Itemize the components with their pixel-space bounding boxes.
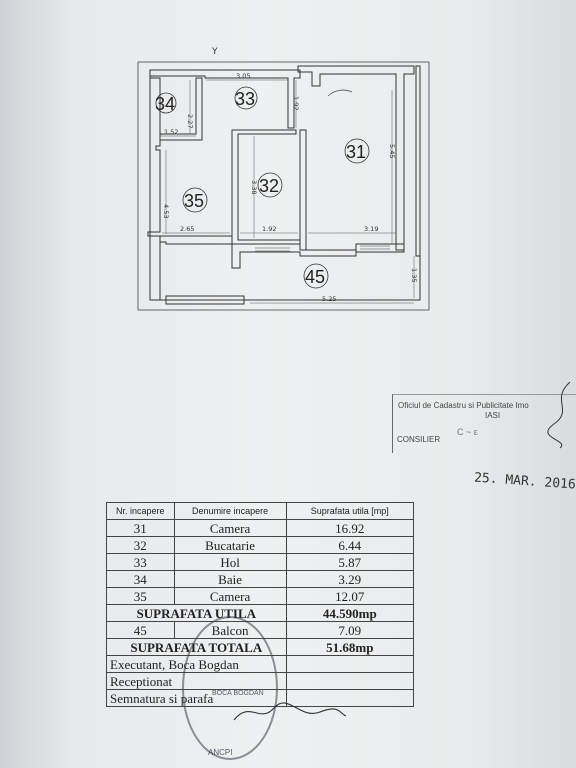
cell-area: 6.44 <box>285 536 415 554</box>
room-label-34: 34 <box>155 94 175 114</box>
cell-nr: 32 <box>106 536 175 554</box>
table-row: 32 Bucatarie 6.44 <box>106 536 415 554</box>
cell-area: 5.87 <box>285 553 415 571</box>
floor-plan: Y 34 33 31 32 35 45 3.05 2.27 1.92 1.52 … <box>137 47 430 311</box>
dim-3-38: 3.38 <box>250 180 258 194</box>
seal-org: ANCPI <box>208 748 233 757</box>
wall-right <box>297 65 415 251</box>
wall-bottom-mid <box>231 244 357 269</box>
stamp-scribble: C ~ ε <box>457 427 478 437</box>
dim-2-65: 2.65 <box>180 225 194 233</box>
room-35: 35 <box>182 187 208 213</box>
cell-nr: 35 <box>106 587 175 605</box>
cell-name: Bucatarie <box>173 536 287 554</box>
cadastre-stamp: Oficiul de Cadastru si Publicitate Imo I… <box>392 394 576 453</box>
receptionat-row: Receptionat <box>106 672 415 690</box>
cell-name: Camera <box>173 587 287 605</box>
subtotal-area: 44.590mp <box>285 604 415 622</box>
balcony-outline <box>160 256 421 301</box>
balcony-row: 45 Balcon 7.09 <box>106 621 415 639</box>
table-header-row: Nr. incapere Denumire incapere Suprafata… <box>106 502 415 520</box>
dim-2-27: 2.27 <box>186 114 194 128</box>
room-32: 32 <box>257 172 283 198</box>
total-label: SUPRAFATA TOTALA <box>106 638 287 656</box>
room-34: 34 <box>155 92 177 114</box>
cell-nr: 33 <box>106 553 175 571</box>
empty-cell <box>285 689 415 707</box>
total-area: 51.68mp <box>285 638 415 656</box>
table-row: 35 Camera 12.07 <box>106 587 415 605</box>
dim-1-52: 1.52 <box>164 128 178 136</box>
cell-area: 16.92 <box>285 519 415 537</box>
dim-1-92-vertical: 1.92 <box>292 96 300 110</box>
subtotal-row: SUPRAFATA UTILA 44.590mp <box>106 604 415 622</box>
wall-outer-right <box>415 65 421 257</box>
table-row: 33 Hol 5.87 <box>106 553 415 571</box>
cell-name: Camera <box>173 519 287 537</box>
dim-1-92-horizontal: 1.92 <box>262 225 276 233</box>
room-45: 45 <box>303 263 329 289</box>
north-marker: Y <box>211 47 218 57</box>
cell-area: 3.29 <box>285 570 415 588</box>
dim-1-35: 1.35 <box>410 268 418 282</box>
stamp-city: IASI <box>485 411 501 420</box>
balcony-window <box>165 295 245 305</box>
stamp-role: CONSILIER <box>397 435 441 444</box>
wall-kitchen-right <box>299 129 307 251</box>
wall-top-left <box>149 69 301 129</box>
cell-nr: 34 <box>106 570 175 588</box>
room-label-31: 31 <box>346 142 366 162</box>
cell-area: 12.07 <box>285 587 415 605</box>
room-label-33: 33 <box>235 89 255 109</box>
header-name: Denumire incapere <box>173 502 287 520</box>
room-label-45: 45 <box>305 267 325 287</box>
dim-5-45: 5.45 <box>388 144 396 158</box>
stamp-office: Oficiul de Cadastru si Publicitate Imo <box>398 401 529 410</box>
balcony-name: Balcon <box>173 621 287 639</box>
dim-3-19: 3.19 <box>364 225 378 233</box>
dim-5-25: 5.25 <box>322 295 336 303</box>
receptionat: Receptionat <box>106 672 287 690</box>
wall-bath <box>159 77 203 141</box>
wall-kitchen <box>231 129 301 245</box>
balcony-nr: 45 <box>106 621 175 639</box>
empty-cell <box>285 672 415 690</box>
executant-row: Executant, Boca Bogdan <box>106 655 415 673</box>
rooms-table: Nr. incapere Denumire incapere Suprafata… <box>106 502 415 707</box>
wall-bottom-right <box>355 243 405 253</box>
wall-room35-bottom <box>160 235 233 245</box>
table-row: 31 Camera 16.92 <box>106 519 415 537</box>
room-33: 33 <box>234 86 258 110</box>
executant: Executant, Boca Bogdan <box>106 655 287 673</box>
balcony-area: 7.09 <box>285 621 415 639</box>
margin-signature-icon <box>547 381 571 449</box>
stamp-date: 25. MAR. 2016 <box>473 470 576 493</box>
empty-cell <box>285 655 415 673</box>
room-label-35: 35 <box>184 191 204 211</box>
dim-4-53: 4.53 <box>162 204 170 218</box>
header-area: Suprafata utila [mp] <box>285 502 415 520</box>
subtotal-label: SUPRAFATA UTILA <box>106 604 287 622</box>
table-row: 34 Baie 3.29 <box>106 570 415 588</box>
signature-label: Semnatura si parafa <box>106 689 287 707</box>
cell-name: Hol <box>173 553 287 571</box>
door-arc <box>327 89 353 97</box>
cell-nr: 31 <box>106 519 175 537</box>
signature-row: Semnatura si parafa <box>106 689 415 707</box>
total-row: SUPRAFATA TOTALA 51.68mp <box>106 638 415 656</box>
signature-scribble-icon <box>233 702 347 721</box>
dim-3-05: 3.05 <box>236 72 250 80</box>
plan-frame <box>137 61 430 311</box>
cell-name: Baie <box>173 570 287 588</box>
room-31: 31 <box>344 138 370 164</box>
header-nr: Nr. incapere <box>106 502 175 520</box>
room-label-32: 32 <box>259 176 279 196</box>
